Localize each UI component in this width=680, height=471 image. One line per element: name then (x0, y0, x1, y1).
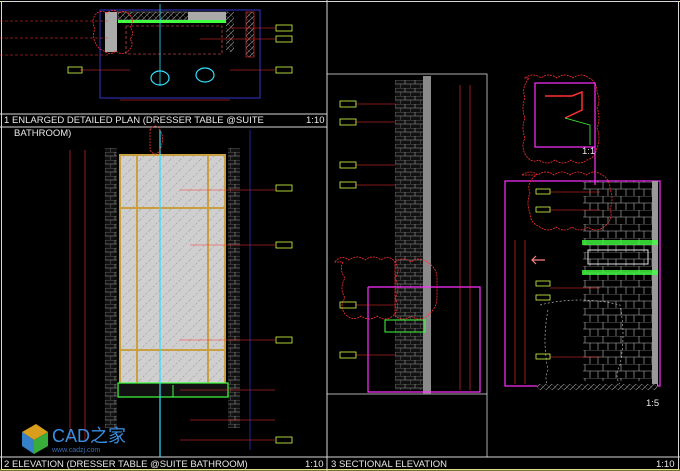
view-1-scale: 1:10 (306, 115, 325, 126)
detail-1-5[interactable] (504, 171, 661, 390)
view-3-number: 3 (331, 459, 337, 470)
elevation-view[interactable] (69, 125, 293, 457)
view-2-title: 2 ELEVATION (DRESSER TABLE @SUITE BATHRO… (4, 459, 248, 470)
view-2-title-text: ELEVATION (DRESSER TABLE @SUITE BATHROOM… (11, 459, 248, 470)
watermark-brand: CAD之家 (52, 426, 127, 446)
view-2-scale: 1:10 (305, 459, 324, 470)
watermark-url: www.cadzj.com (52, 447, 101, 454)
watermark-logo-icon (22, 424, 48, 454)
view-3-scale: 1:10 (656, 459, 675, 470)
view-1-title-line2: BATHROOM) (14, 128, 72, 139)
detail-1-1-scale: 1:1 (582, 146, 596, 157)
detail-1-1[interactable] (522, 74, 600, 185)
view-3-title: 3 SECTIONAL ELEVATION (331, 459, 447, 470)
section-view[interactable] (334, 76, 481, 394)
view-3-title-text: SECTIONAL ELEVATION (338, 459, 447, 470)
view-1-number: 1 (4, 115, 10, 126)
plan-view[interactable] (0, 4, 293, 101)
view-1-title: 1 ENLARGED DETAILED PLAN (DRESSER TABLE … (4, 115, 264, 126)
view-2-number: 2 (4, 459, 10, 470)
detail-1-5-scale: 1:5 (646, 398, 660, 409)
view-1-title-line1: ENLARGED DETAILED PLAN (DRESSER TABLE @S… (11, 115, 264, 126)
